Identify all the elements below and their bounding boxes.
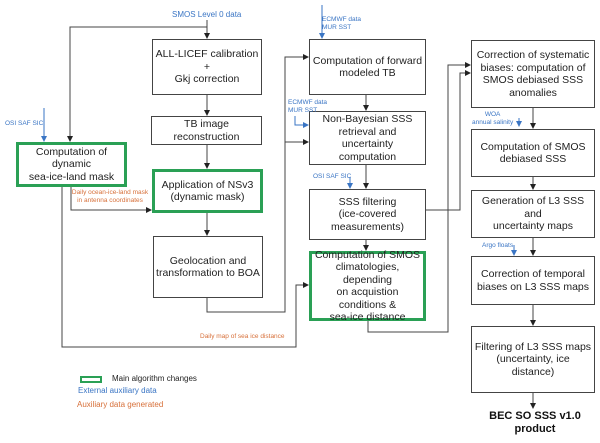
arrow-ecmwf-nonbayes xyxy=(294,116,309,128)
box-l3-generation: Generation of L3 SSS and uncertainty map… xyxy=(471,190,595,238)
arrow-geo-forward xyxy=(206,54,309,313)
label-daily-mask: Daily ocean-ice-land mask in antenna coo… xyxy=(71,189,149,204)
arrow-mask-climatology xyxy=(61,186,309,348)
box-temporal-bias: Correction of temporal biases on L3 SSS … xyxy=(471,256,595,305)
box-systematic-bias: Correction of systematic biases: computa… xyxy=(471,40,595,108)
arrow-clim-systematic xyxy=(367,62,471,333)
arrow-l0-mask xyxy=(67,26,207,142)
legend-green-swatch xyxy=(80,375,102,383)
box-nsv3: Application of NSv3 (dynamic mask) xyxy=(152,169,263,213)
label-ecmwf-top: ECMWF data MUR SST xyxy=(322,16,362,31)
label-argo: Argo floats xyxy=(482,242,514,249)
label-ecmwf-mid: ECMWF data MUR SST xyxy=(288,99,328,114)
box-forward-tb: Computation of forward modeled TB xyxy=(309,39,426,95)
box-dynamic-mask: Computation of dynamic sea-ice-land mask xyxy=(16,142,127,187)
label-osi-saf-mid: OSI SAF SIC xyxy=(313,173,352,180)
legend-external: External auxiliary data xyxy=(78,386,157,395)
legend-main-changes: Main algorithm changes xyxy=(112,374,197,383)
box-debiased-sss: Computation of SMOS debiased SSS xyxy=(471,129,595,177)
output-product: BEC SO SSS v1.0 product xyxy=(489,410,581,435)
arrow-filter-systematic xyxy=(425,70,471,211)
box-tb-reconstruction: TB image reconstruction xyxy=(151,116,262,145)
box-non-bayesian: Non-Bayesian SSS retrieval and uncertain… xyxy=(309,111,426,165)
legend-generated: Auxiliary data generated xyxy=(77,400,164,409)
arrow-mask-nsv3 xyxy=(70,186,152,213)
box-geolocation: Geolocation and transformation to BOA xyxy=(153,236,263,298)
smos-l0-label: SMOS Level 0 data xyxy=(172,10,242,19)
box-climatologies: Computation of SMOS climatologies, depen… xyxy=(309,249,426,323)
box-sss-filtering: SSS filtering (ice-covered measurements) xyxy=(309,189,426,240)
legend: Main algorithm changes External auxiliar… xyxy=(77,373,197,411)
label-sea-ice-distance: Daily map of sea ice distance xyxy=(200,333,285,340)
box-calibration: ALL-LICEF calibration + Gkj correction xyxy=(152,39,262,95)
label-osi-saf-left: OSI SAF SIC xyxy=(5,120,44,127)
label-woa: WOA annual salinity xyxy=(472,111,514,126)
box-l3-filtering: Filtering of L3 SSS maps (uncertainty, i… xyxy=(471,326,595,393)
